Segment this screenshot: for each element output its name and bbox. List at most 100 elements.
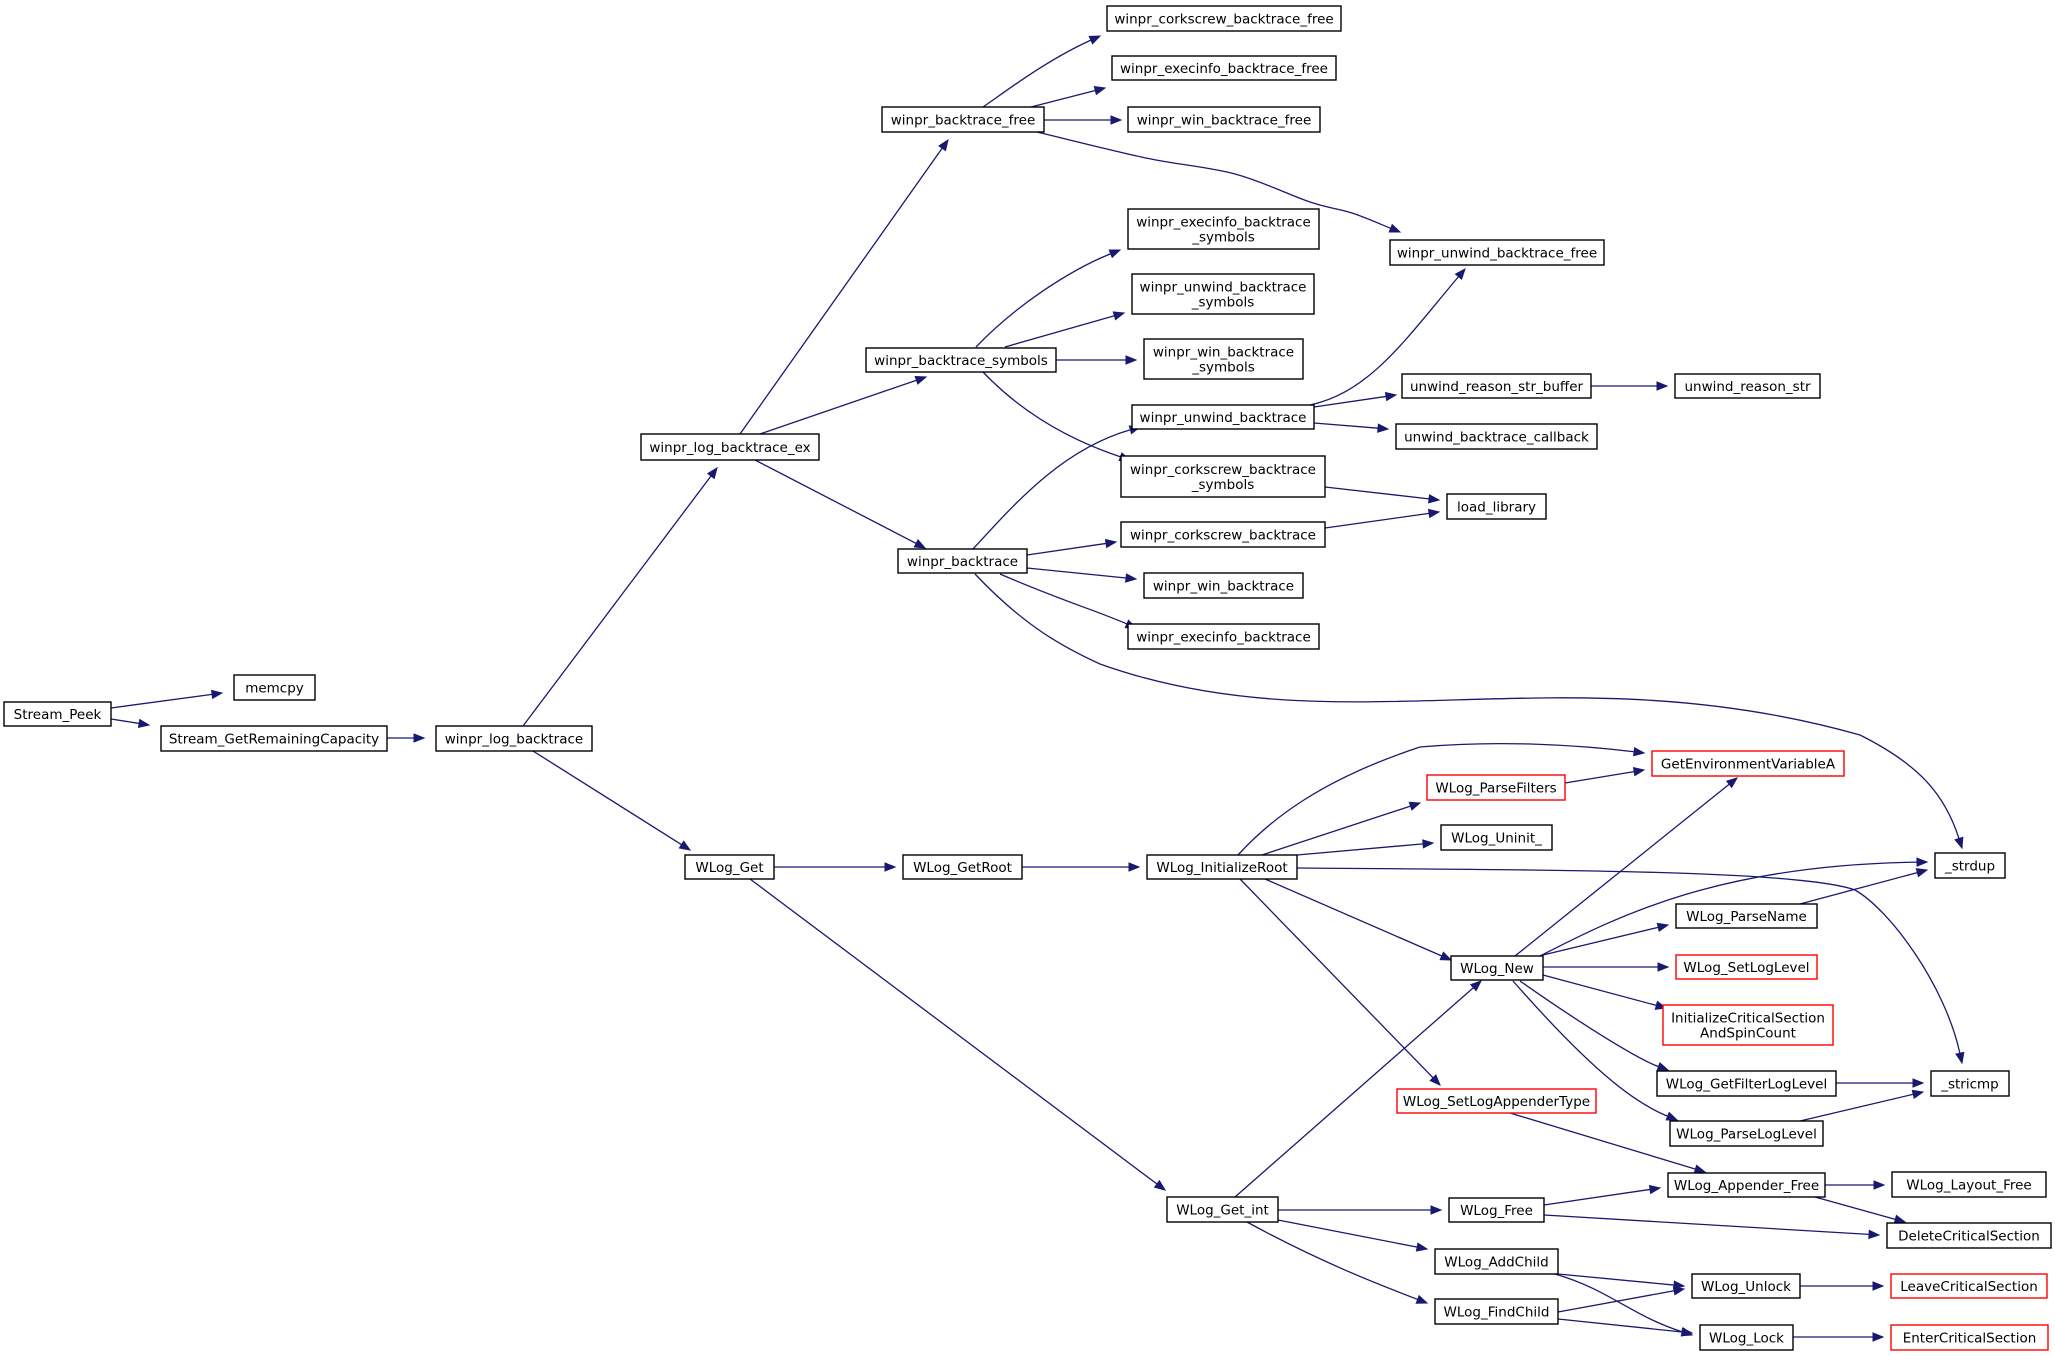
- node-winpr-execinfo-backtrace-symbols[interactable]: winpr_execinfo_backtrace_symbols: [1127, 208, 1320, 250]
- node-box[interactable]: [1131, 404, 1315, 430]
- node-box[interactable]: [881, 106, 1045, 133]
- node-winpr-backtrace[interactable]: winpr_backtrace: [897, 548, 1028, 574]
- node-box[interactable]: [1450, 955, 1544, 981]
- node-box[interactable]: [1166, 1196, 1279, 1223]
- node-wlog-uninit[interactable]: WLog_Uninit_: [1440, 824, 1553, 851]
- node-wlog-setlogappendertype[interactable]: WLog_SetLogAppenderType: [1396, 1088, 1597, 1114]
- node-memcpy[interactable]: memcpy: [233, 674, 316, 701]
- node-box[interactable]: [1890, 1324, 2049, 1351]
- node-box[interactable]: [1656, 1070, 1837, 1097]
- node-wlog-initializeroot[interactable]: WLog_InitializeRoot: [1146, 854, 1298, 880]
- node-box[interactable]: [1396, 1088, 1597, 1114]
- node-winpr-backtrace-symbols[interactable]: winpr_backtrace_symbols: [865, 347, 1057, 373]
- node-wlog-unlock[interactable]: WLog_Unlock: [1691, 1273, 1801, 1299]
- node-box[interactable]: [1674, 373, 1821, 399]
- node-box[interactable]: [897, 548, 1028, 574]
- node-box[interactable]: [1401, 373, 1592, 399]
- node-box[interactable]: [1395, 423, 1598, 450]
- node-wlog-lock[interactable]: WLog_Lock: [1699, 1324, 1794, 1351]
- node-box[interactable]: [1691, 1273, 1801, 1299]
- node-wlog-parsefilters[interactable]: WLog_ParseFilters: [1426, 774, 1566, 801]
- node-box[interactable]: [160, 725, 388, 752]
- node-leavecriticalsection[interactable]: LeaveCriticalSection: [1890, 1273, 2048, 1299]
- node-box[interactable]: [1662, 1004, 1834, 1046]
- node-box[interactable]: [1675, 954, 1818, 980]
- node-box[interactable]: [435, 725, 593, 752]
- node-winpr-execinfo-backtrace[interactable]: winpr_execinfo_backtrace: [1127, 623, 1320, 650]
- node-box[interactable]: [1127, 106, 1321, 133]
- node-wlog-new[interactable]: WLog_New: [1450, 955, 1544, 981]
- node-box[interactable]: [1434, 1298, 1559, 1325]
- node-wlog-get[interactable]: WLog_Get: [684, 854, 775, 880]
- node-wlog-parsename[interactable]: WLog_ParseName: [1675, 903, 1818, 929]
- node-load-library[interactable]: load_library: [1446, 493, 1547, 520]
- node-box[interactable]: [1446, 493, 1547, 520]
- node-box[interactable]: [1127, 623, 1320, 650]
- node-winpr-log-backtrace-ex[interactable]: winpr_log_backtrace_ex: [640, 433, 820, 461]
- node-wlog-free[interactable]: WLog_Free: [1448, 1197, 1545, 1223]
- node-wlog-appender-free[interactable]: WLog_Appender_Free: [1667, 1172, 1826, 1198]
- node-box[interactable]: [1120, 521, 1326, 548]
- node-getenvironmentvariablea[interactable]: GetEnvironmentVariableA: [1651, 750, 1845, 777]
- node-wlog-getroot[interactable]: WLog_GetRoot: [902, 854, 1023, 880]
- node-wlog-setloglevel[interactable]: WLog_SetLogLevel: [1675, 954, 1818, 980]
- node-box[interactable]: [1886, 1222, 2052, 1249]
- node-entercriticalsection[interactable]: EnterCriticalSection: [1890, 1324, 2049, 1351]
- node-box[interactable]: [1131, 273, 1315, 315]
- node-winpr-corkscrew-backtrace-free[interactable]: winpr_corkscrew_backtrace_free: [1106, 5, 1342, 32]
- node-box[interactable]: [1930, 1070, 2010, 1097]
- node-winpr-execinfo-backtrace-free[interactable]: winpr_execinfo_backtrace_free: [1111, 55, 1337, 81]
- node-winpr-corkscrew-backtrace[interactable]: winpr_corkscrew_backtrace: [1120, 521, 1326, 548]
- node-unwind-reason-str-buffer[interactable]: unwind_reason_str_buffer: [1401, 373, 1592, 399]
- node-box[interactable]: [1448, 1197, 1545, 1223]
- node-box[interactable]: [1440, 824, 1553, 851]
- node-winpr-win-backtrace-free[interactable]: winpr_win_backtrace_free: [1127, 106, 1321, 133]
- node-box[interactable]: [865, 347, 1057, 373]
- node-winpr-unwind-backtrace-symbols[interactable]: winpr_unwind_backtrace_symbols: [1131, 273, 1315, 315]
- node-box[interactable]: [640, 433, 820, 461]
- node-unwind-reason-str[interactable]: unwind_reason_str: [1674, 373, 1821, 399]
- node-box[interactable]: [1111, 55, 1337, 81]
- node-winpr-win-backtrace-symbols[interactable]: winpr_win_backtrace_symbols: [1143, 338, 1304, 380]
- node-strdup[interactable]: _strdup: [1934, 852, 2006, 879]
- node-wlog-addchild[interactable]: WLog_AddChild: [1434, 1248, 1559, 1275]
- node-wlog-layout-free[interactable]: WLog_Layout_Free: [1891, 1171, 2047, 1198]
- node-wlog-findchild[interactable]: WLog_FindChild: [1434, 1298, 1559, 1325]
- node-box[interactable]: [1143, 338, 1304, 380]
- node-box[interactable]: [1146, 854, 1298, 880]
- node-box[interactable]: [1651, 750, 1845, 777]
- node-box[interactable]: [902, 854, 1023, 880]
- node-winpr-backtrace-free[interactable]: winpr_backtrace_free: [881, 106, 1045, 133]
- node-box[interactable]: [1389, 239, 1605, 266]
- node-box[interactable]: [3, 701, 112, 727]
- node-deletecriticalsection[interactable]: DeleteCriticalSection: [1886, 1222, 2052, 1249]
- node-box[interactable]: [1127, 208, 1320, 250]
- node-wlog-parseloglevel[interactable]: WLog_ParseLogLevel: [1669, 1120, 1824, 1147]
- node-box[interactable]: [1890, 1273, 2048, 1299]
- node-winpr-log-backtrace[interactable]: winpr_log_backtrace: [435, 725, 593, 752]
- node-wlog-getfilterloglevel[interactable]: WLog_GetFilterLogLevel: [1656, 1070, 1837, 1097]
- node-box[interactable]: [684, 854, 775, 880]
- node-box[interactable]: [1434, 1248, 1559, 1275]
- node-winpr-unwind-backtrace[interactable]: winpr_unwind_backtrace: [1131, 404, 1315, 430]
- node-box[interactable]: [1934, 852, 2006, 879]
- node-box[interactable]: [1426, 774, 1566, 801]
- node-box[interactable]: [1669, 1120, 1824, 1147]
- node-box[interactable]: [233, 674, 316, 701]
- node-stream-getremainingcapacity[interactable]: Stream_GetRemainingCapacity: [160, 725, 388, 752]
- node-winpr-unwind-backtrace-free[interactable]: winpr_unwind_backtrace_free: [1389, 239, 1605, 266]
- node-stream-peek[interactable]: Stream_Peek: [3, 701, 112, 727]
- node-stricmp[interactable]: _stricmp: [1930, 1070, 2010, 1097]
- node-box[interactable]: [1106, 5, 1342, 32]
- node-winpr-win-backtrace[interactable]: winpr_win_backtrace: [1143, 572, 1304, 599]
- node-unwind-backtrace-callback[interactable]: unwind_backtrace_callback: [1395, 423, 1598, 450]
- node-box[interactable]: [1143, 572, 1304, 599]
- node-wlog-get-int[interactable]: WLog_Get_int: [1166, 1196, 1279, 1223]
- node-box[interactable]: [1699, 1324, 1794, 1351]
- node-box[interactable]: [1120, 455, 1326, 498]
- node-box[interactable]: [1667, 1172, 1826, 1198]
- node-winpr-corkscrew-backtrace-symbols[interactable]: winpr_corkscrew_backtrace_symbols: [1120, 455, 1326, 498]
- node-box[interactable]: [1675, 903, 1818, 929]
- node-box[interactable]: [1891, 1171, 2047, 1198]
